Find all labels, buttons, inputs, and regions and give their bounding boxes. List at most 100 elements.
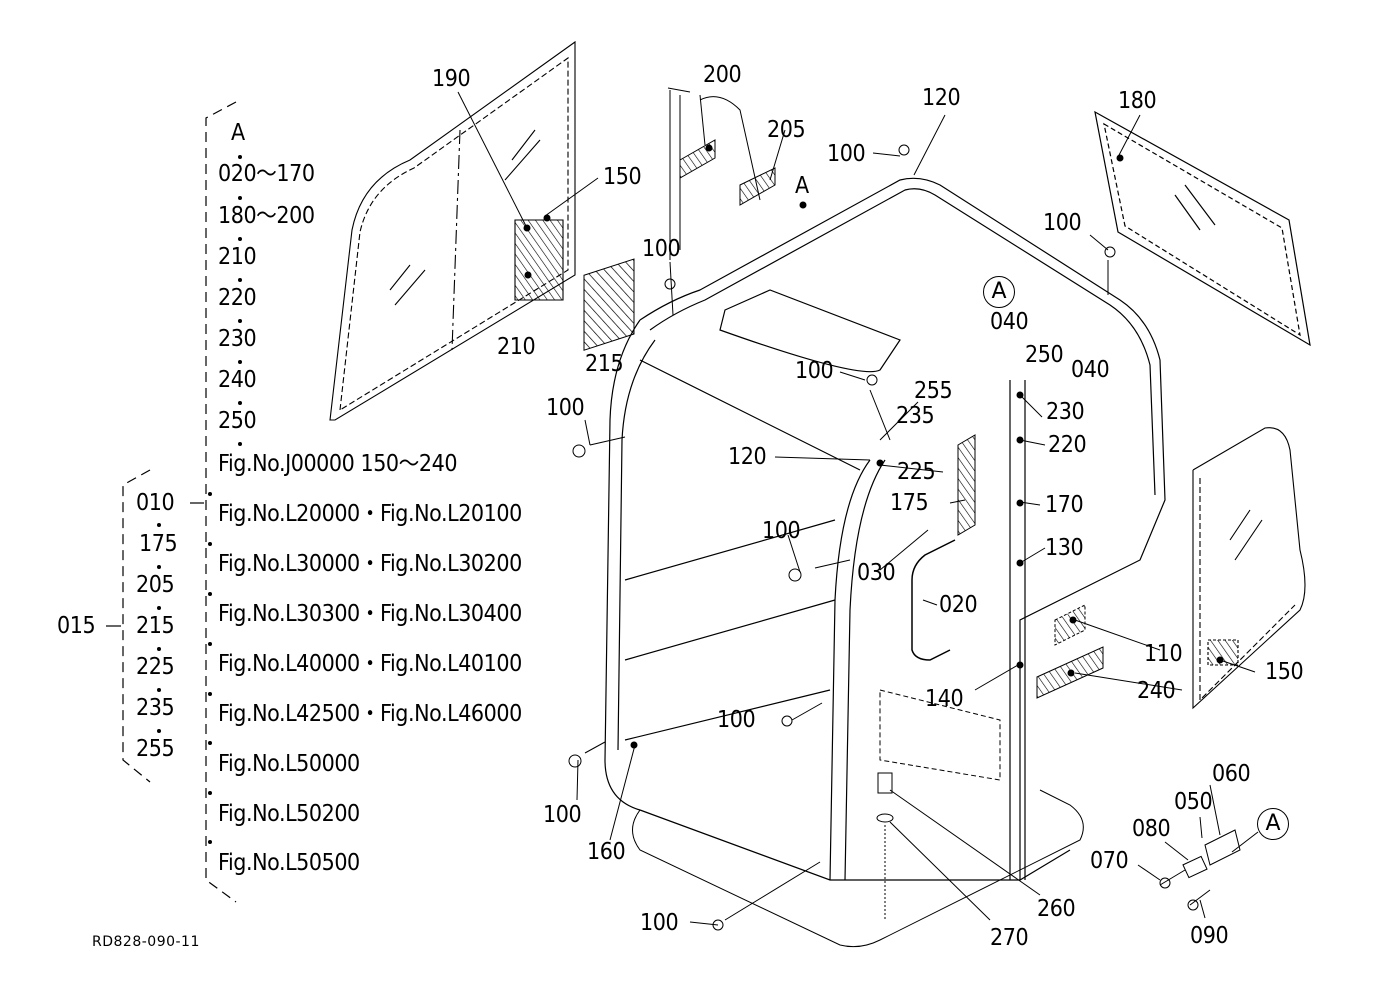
callout-150-left-door[interactable]: 150	[603, 164, 642, 190]
callout-190[interactable]: 190	[432, 66, 471, 92]
legend-a-item: 230	[218, 326, 257, 352]
bolt-260	[876, 773, 894, 920]
callout-160[interactable]: 160	[587, 839, 626, 865]
cab-frame	[605, 178, 1165, 880]
legend-010-figure: Fig.No.L50000	[218, 751, 360, 777]
legend-separator-dot	[157, 606, 161, 610]
callout-230[interactable]: 230	[1046, 399, 1085, 425]
legend-separator-dot	[157, 565, 161, 569]
legend-separator-dot	[157, 647, 161, 651]
callout-225[interactable]: 225	[897, 459, 936, 485]
legend-separator-dot	[238, 155, 242, 159]
left-door-glass	[330, 42, 575, 420]
drawing-reference-code: RD828-090-11	[92, 934, 200, 950]
leader-lines	[458, 92, 1258, 925]
callout-240[interactable]: 240	[1137, 678, 1176, 704]
handrail-020	[912, 540, 955, 660]
callout-100-bottom[interactable]: 100	[640, 910, 679, 936]
legend-separator-dot	[157, 688, 161, 692]
callout-200[interactable]: 200	[703, 62, 742, 88]
legend-a-item: 180～200	[218, 203, 315, 229]
callout-270[interactable]: 270	[990, 925, 1029, 951]
legend-separator-dot	[238, 442, 242, 446]
legend-separator-dot	[238, 237, 242, 241]
legend-separator-dot	[208, 791, 212, 795]
legend-015-item: 235	[136, 695, 175, 721]
legend-015-item: 225	[136, 654, 175, 680]
callout-050[interactable]: 050	[1174, 789, 1213, 815]
callout-040-upper[interactable]: 040	[990, 309, 1029, 335]
legend-015-item: 255	[136, 736, 175, 762]
callout-170[interactable]: 170	[1045, 492, 1084, 518]
callout-150-right-door[interactable]: 150	[1265, 659, 1304, 685]
decal-110	[1055, 605, 1085, 645]
callout-175[interactable]: 175	[890, 490, 929, 516]
callout-100-top[interactable]: 100	[827, 141, 866, 167]
legend-a-item: 240	[218, 367, 257, 393]
callout-100-lower-mid[interactable]: 100	[717, 707, 756, 733]
legend-separator-dot	[238, 319, 242, 323]
screw-icons	[568, 144, 1199, 931]
legend-015-item: 215	[136, 613, 175, 639]
callout-020[interactable]: 020	[939, 592, 978, 618]
legend-separator-dot	[208, 492, 212, 496]
callout-100-roof-right[interactable]: 100	[1043, 210, 1082, 236]
legend-a-header: A	[231, 120, 245, 146]
legend-a-item: 020～170	[218, 161, 315, 187]
callout-210[interactable]: 210	[497, 334, 536, 360]
legend-separator-dot	[208, 642, 212, 646]
legend-010-label: 010	[136, 490, 175, 516]
callout-070[interactable]: 070	[1090, 848, 1129, 874]
callout-130[interactable]: 130	[1045, 535, 1084, 561]
callout-100-center[interactable]: 100	[795, 358, 834, 384]
legend-separator-dot	[208, 692, 212, 696]
legend-010-figure: Fig.No.L20000・Fig.No.L20100	[218, 501, 522, 527]
callout-215[interactable]: 215	[585, 351, 624, 377]
legend-010-figure: Fig.No.L30000・Fig.No.L30200	[218, 551, 522, 577]
legend-015-item: 205	[136, 572, 175, 598]
floor-plate	[633, 690, 1084, 947]
legend-010-figure: Fig.No.L42500・Fig.No.L46000	[218, 701, 522, 727]
callout-100-left[interactable]: 100	[546, 395, 585, 421]
callout-255[interactable]: 255	[914, 378, 953, 404]
callout-120-mid[interactable]: 120	[728, 444, 767, 470]
callout-080[interactable]: 080	[1132, 816, 1171, 842]
callout-205[interactable]: 205	[767, 117, 806, 143]
callout-110[interactable]: 110	[1144, 641, 1183, 667]
callout-A-circled-top[interactable]: A	[983, 276, 1015, 308]
callout-260[interactable]: 260	[1037, 896, 1076, 922]
rear-panel	[668, 88, 775, 260]
legend-a-item: Fig.No.J00000 150～240	[218, 451, 458, 477]
legend-010-figure: Fig.No.L40000・Fig.No.L40100	[218, 651, 522, 677]
callout-180[interactable]: 180	[1118, 88, 1157, 114]
legend-separator-dot	[208, 592, 212, 596]
callout-100-roof-left[interactable]: 100	[642, 236, 681, 262]
callout-120-top[interactable]: 120	[922, 85, 961, 111]
roof-glass	[1095, 112, 1310, 345]
callout-140[interactable]: 140	[925, 686, 964, 712]
callout-235[interactable]: 235	[896, 403, 935, 429]
callout-030[interactable]: 030	[857, 560, 896, 586]
legend-a-item: 250	[218, 408, 257, 434]
legend-separator-dot	[208, 840, 212, 844]
callout-220[interactable]: 220	[1048, 432, 1087, 458]
legend-separator-dot	[238, 278, 242, 282]
callout-100-mid[interactable]: 100	[762, 518, 801, 544]
decal-215	[584, 259, 634, 350]
callout-A-roof[interactable]: A	[795, 173, 809, 199]
fastener-dots	[523, 144, 1224, 749]
callout-040-lower[interactable]: 040	[1071, 357, 1110, 383]
legend-separator-dot	[157, 729, 161, 733]
callout-060[interactable]: 060	[1212, 761, 1251, 787]
legend-separator-dot	[208, 542, 212, 546]
callout-100-lower-left[interactable]: 100	[543, 802, 582, 828]
latch-assembly	[1160, 830, 1240, 905]
callout-090[interactable]: 090	[1190, 923, 1229, 949]
legend-separator-dot	[238, 401, 242, 405]
legend-separator-dot	[157, 523, 161, 527]
legend-a-item: 210	[218, 244, 257, 270]
legend-bracket-A	[206, 102, 236, 902]
callout-250[interactable]: 250	[1025, 342, 1064, 368]
callout-A-circled-latch[interactable]: A	[1257, 808, 1289, 840]
